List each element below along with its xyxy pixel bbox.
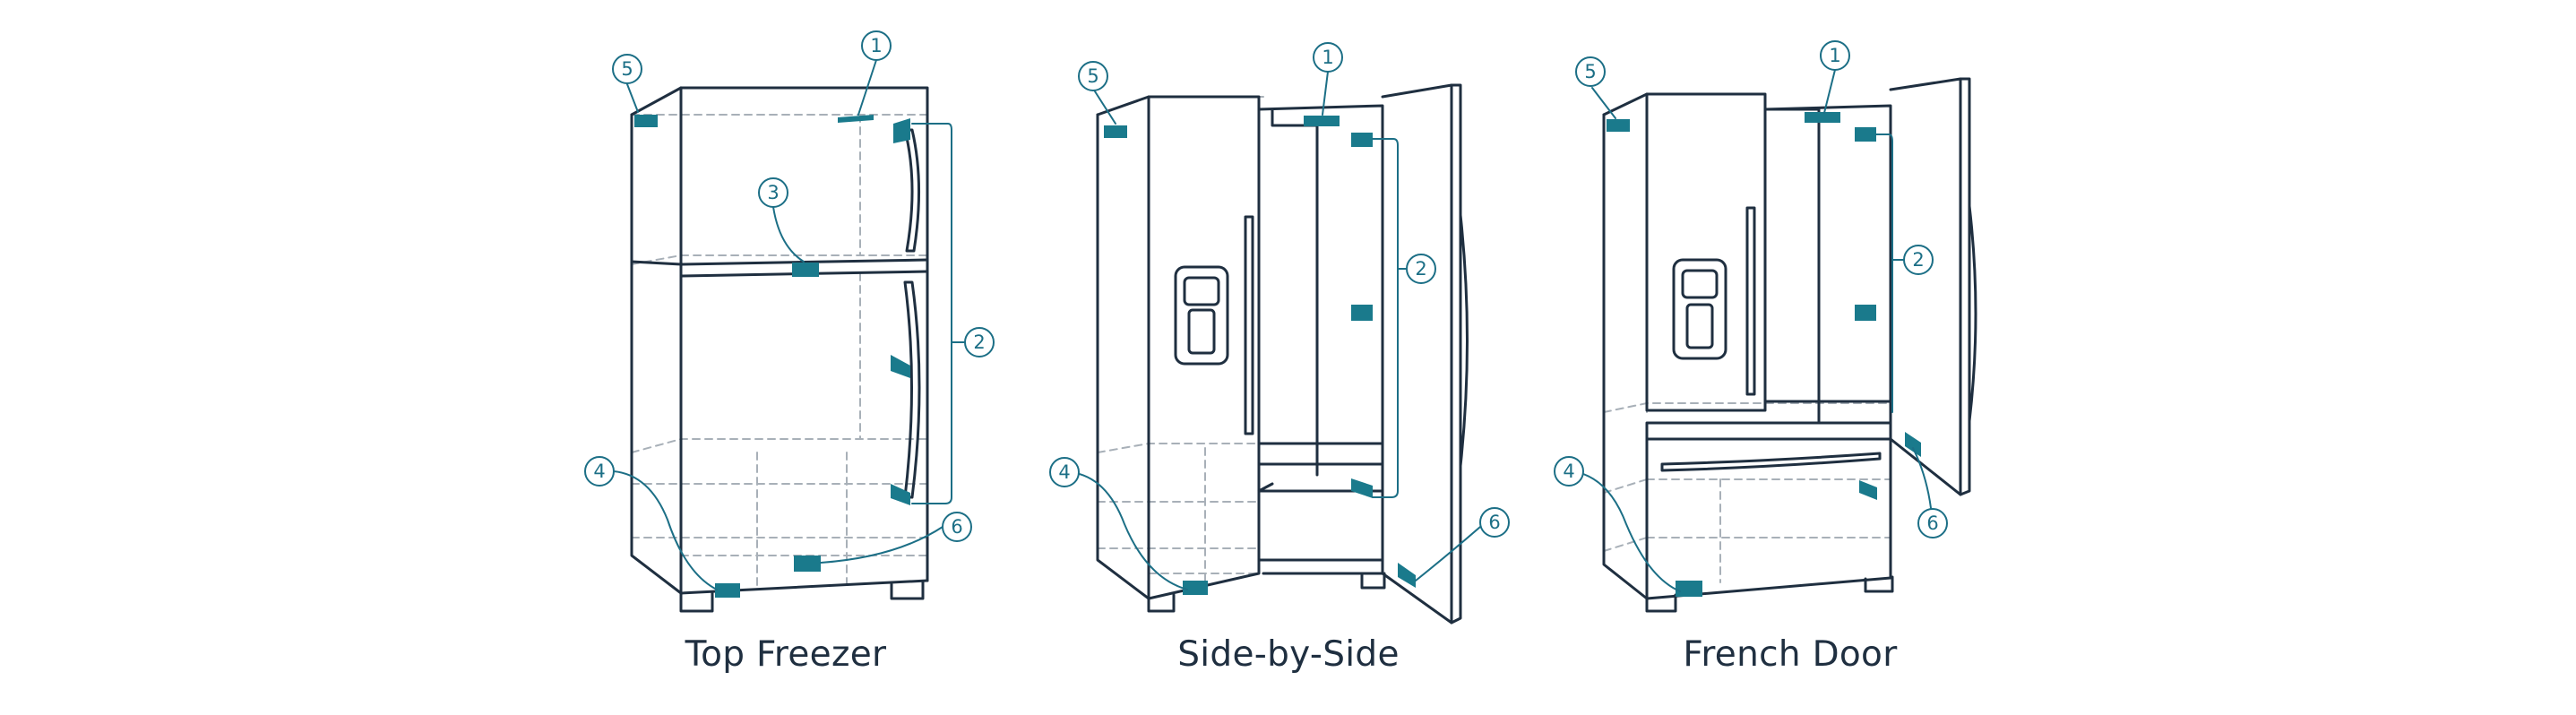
marker-2b bbox=[1855, 305, 1876, 321]
french-door-outline bbox=[1602, 77, 1977, 613]
callout-6: 6 bbox=[1926, 513, 1938, 534]
marker-4 bbox=[1676, 581, 1702, 597]
french-door-leaders bbox=[1572, 69, 1932, 592]
marker-4 bbox=[715, 583, 740, 598]
french-door-callout-numbers: 5 1 2 4 6 bbox=[1563, 45, 1938, 534]
side-by-side-callouts bbox=[1049, 42, 1510, 538]
caption-side-by-side: Side-by-Side bbox=[1177, 634, 1400, 675]
caption-french-door: French Door bbox=[1683, 634, 1898, 675]
marker-2a bbox=[1855, 127, 1876, 142]
callout-6: 6 bbox=[951, 516, 962, 538]
side-by-side-callout-numbers: 5 1 2 4 6 bbox=[1058, 47, 1500, 533]
marker-2c bbox=[1351, 478, 1373, 498]
marker-5 bbox=[1104, 125, 1127, 138]
marker-3 bbox=[792, 263, 819, 277]
side-by-side-leaders bbox=[1070, 71, 1481, 590]
top-freezer-markers bbox=[634, 115, 910, 598]
marker-2b bbox=[891, 355, 910, 378]
callout-2: 2 bbox=[973, 332, 985, 353]
side-by-side-markers bbox=[1104, 116, 1416, 595]
top-freezer-callout-numbers: 5 1 2 3 4 6 bbox=[593, 35, 985, 538]
french-door-fridge: 5 1 2 4 6 bbox=[1554, 40, 1977, 613]
marker-4 bbox=[1183, 581, 1208, 595]
callout-6: 6 bbox=[1488, 512, 1500, 533]
marker-6 bbox=[794, 556, 821, 572]
caption-top-freezer: Top Freezer bbox=[685, 634, 887, 675]
marker-5 bbox=[634, 115, 658, 127]
side-by-side-outline bbox=[1096, 83, 1469, 625]
callout-5: 5 bbox=[621, 58, 633, 80]
marker-2b bbox=[1351, 305, 1373, 321]
callout-3: 3 bbox=[767, 182, 779, 203]
side-by-side-fridge: 5 1 2 4 6 bbox=[1049, 42, 1510, 625]
callout-2: 2 bbox=[1912, 249, 1924, 271]
top-freezer-hidden-lines bbox=[631, 87, 928, 588]
callout-1: 1 bbox=[1322, 47, 1333, 68]
marker-1 bbox=[838, 115, 874, 123]
marker-1 bbox=[1304, 116, 1340, 126]
top-freezer-fridge: 5 1 2 3 4 6 bbox=[584, 30, 995, 613]
callout-4: 4 bbox=[1058, 461, 1070, 483]
french-door-callouts bbox=[1554, 40, 1948, 538]
callout-1: 1 bbox=[1829, 45, 1840, 66]
side-by-side-hidden-lines bbox=[1097, 96, 1264, 583]
callout-4: 4 bbox=[1563, 461, 1574, 482]
top-freezer-outline bbox=[630, 86, 929, 613]
marker-2a bbox=[1351, 133, 1373, 147]
callout-5: 5 bbox=[1087, 65, 1098, 87]
french-door-markers bbox=[1607, 112, 1921, 597]
top-freezer-callouts bbox=[584, 30, 995, 542]
callout-5: 5 bbox=[1584, 61, 1596, 82]
top-freezer-leaders bbox=[613, 59, 966, 590]
marker-1 bbox=[1805, 112, 1840, 123]
marker-6 bbox=[1905, 432, 1921, 457]
callout-1: 1 bbox=[870, 35, 882, 56]
callout-2: 2 bbox=[1415, 258, 1426, 280]
marker-5 bbox=[1607, 119, 1630, 132]
marker-2a bbox=[893, 118, 910, 143]
marker-drawer bbox=[1859, 480, 1877, 500]
callout-4: 4 bbox=[593, 461, 605, 482]
marker-6 bbox=[1398, 563, 1416, 588]
marker-2c bbox=[891, 484, 910, 505]
